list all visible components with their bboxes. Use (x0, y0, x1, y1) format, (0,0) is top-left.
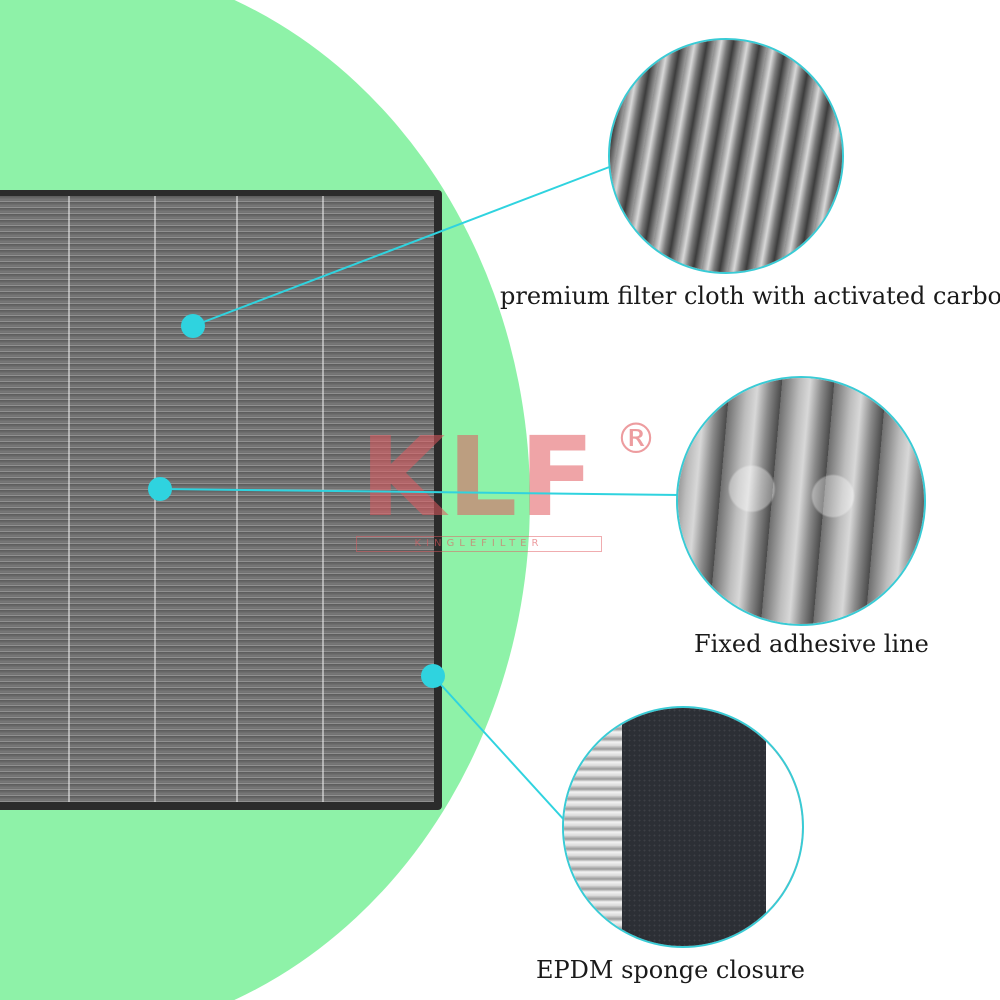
leader-line-1 (192, 165, 613, 327)
adhesive-line-closeup (678, 378, 924, 624)
adhesive-line (322, 196, 324, 802)
watermark-brand: KLF (360, 413, 597, 541)
watermark-subtitle: KINGLEFILTER (356, 536, 602, 552)
registered-mark: ® (615, 414, 657, 463)
carbon-cloth-closeup (610, 40, 842, 272)
callout-dot-1 (181, 314, 205, 338)
detail-circle-adhesive-line (676, 376, 926, 626)
pleat-edge-closeup (564, 708, 622, 946)
detail-circle-filter-cloth (608, 38, 844, 274)
pleated-filter-media (0, 196, 434, 802)
sponge-edge-gap (766, 708, 802, 946)
callout-label-filter-cloth: premium filter cloth with activated carb… (500, 282, 1000, 310)
air-filter-panel (0, 190, 442, 810)
callout-dot-2 (148, 477, 172, 501)
leader-line-3 (432, 675, 567, 823)
adhesive-line (236, 196, 238, 802)
brand-watermark: KLF ® KINGLEFILTER (356, 413, 660, 562)
callout-dot-3 (421, 664, 445, 688)
detail-circle-sponge (562, 706, 804, 948)
callout-label-sponge-closure: EPDM sponge closure (536, 956, 805, 984)
callout-label-adhesive-line: Fixed adhesive line (694, 630, 929, 658)
adhesive-line (68, 196, 70, 802)
leader-line-2 (159, 488, 681, 496)
